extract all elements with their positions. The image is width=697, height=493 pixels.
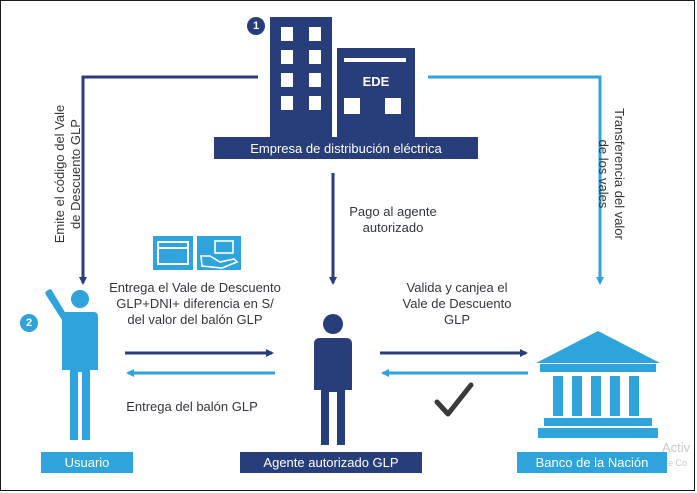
- watermark-line-2: e Co: [668, 458, 688, 468]
- person-waving-icon: [45, 289, 98, 440]
- company-title: Empresa de distribución eléctrica: [214, 137, 478, 159]
- ede-sign: EDE: [362, 74, 390, 89]
- step-1-badge: 1: [247, 17, 265, 35]
- checkmark-icon: [434, 382, 474, 417]
- person-icon: [314, 314, 352, 445]
- emit-arrow: [79, 75, 258, 285]
- user-title: Usuario: [41, 452, 133, 473]
- watermark-line-1: Activ: [662, 440, 691, 455]
- transfer-arrow: [428, 75, 604, 285]
- step-2-badge: 2: [20, 314, 38, 332]
- building-icon: [270, 17, 415, 137]
- emit-label: Emite el código del Vale de Descuento GL…: [52, 104, 83, 244]
- hand-holding-card-icon: [197, 236, 241, 270]
- transfer-label: Transferencia del valor de los vales: [596, 108, 627, 240]
- bank-icon: [536, 331, 660, 438]
- agent-title: Agente autorizado GLP: [240, 452, 422, 473]
- deliver-voucher-label: Entrega el Vale de Descuento GLP+DNI+ di…: [109, 280, 281, 327]
- validate-label: Valida y canjea el Vale de Descuento GLP: [402, 280, 512, 327]
- card-icon: [153, 236, 193, 270]
- payment-label: Pago al agente autorizado: [349, 204, 437, 235]
- deliver-cylinder-label: Entrega del balón GLP: [126, 399, 258, 414]
- bank-title: Banco de la Nación: [517, 452, 667, 473]
